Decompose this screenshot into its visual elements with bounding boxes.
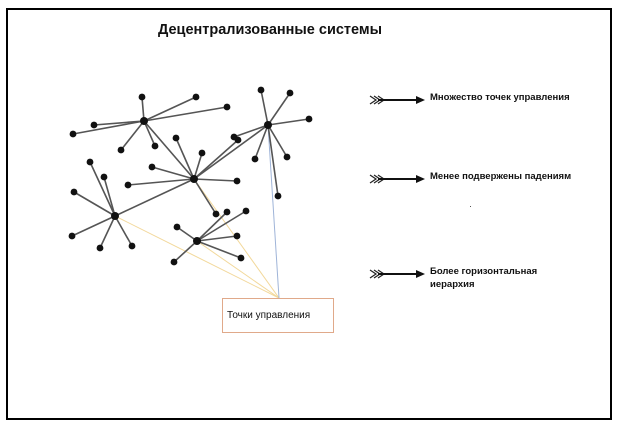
network-edge [127,178,195,186]
callout-line [267,124,280,299]
network-node [124,181,132,189]
network-node [138,93,146,101]
network-node [242,207,250,215]
network-edge [99,215,116,249]
network-edge [196,235,238,242]
network-node [172,134,180,142]
network-edge [175,137,195,180]
network-edge [196,240,242,259]
network-node [70,188,78,196]
network-edge [93,120,145,126]
network-edge [89,161,116,217]
network-node [151,142,159,150]
network-node [212,210,220,218]
network-edge [193,152,203,180]
network-node [128,242,136,250]
network-edge [193,178,217,215]
network-node [233,177,241,185]
network-node [173,223,181,231]
network-node [286,89,294,97]
feature-item-2: Менее подвержены падениям [368,171,571,184]
network-edge [114,178,195,217]
network-node [274,192,282,200]
network-node [90,121,98,129]
network-edge [267,124,288,158]
arrow-right-icon [369,269,425,279]
callout-label: Точки управления [227,310,311,321]
network-node [170,258,178,266]
arrow-right-icon [369,95,425,105]
network-node [283,153,291,161]
network-edge [196,210,247,242]
network-edge [143,120,156,147]
feature-item-3: Более горизонтальная иерархия [368,266,560,291]
network-edge [233,124,269,138]
control-point-node [111,212,119,220]
network-edge [260,89,269,126]
control-point-node [140,117,148,125]
network-node [86,158,94,166]
network-edge [254,124,269,160]
network-node [223,103,231,111]
diagram-title: Децентрализованные системы [157,22,383,38]
control-points-callout: Точки управления [222,298,334,333]
network-edge [71,215,116,237]
network-edge [151,166,195,180]
network-node [257,86,265,94]
control-point-node [190,175,198,183]
network-node [305,115,313,123]
network-edges [71,89,310,263]
network-edge [173,240,198,263]
control-point-node [193,237,201,245]
network-node [192,93,200,101]
callout-lines [114,124,280,299]
network-edge [176,226,198,242]
network-nodes [68,86,313,266]
network-node [117,146,125,154]
network-edge [143,106,228,122]
network-node [233,232,241,240]
network-node [230,133,238,141]
callout-line [196,240,280,299]
hub-edge [143,120,195,180]
callout-line [114,215,280,299]
stray-dot [470,206,471,207]
network-node [68,232,76,240]
network-node [237,254,245,262]
network-edge [120,120,145,151]
network-edge [193,178,238,182]
network-edge [143,96,197,122]
arrow-right-icon [369,174,425,184]
control-point-node [264,121,272,129]
network-node [198,149,206,157]
feature-text-1: Множество точек управления [430,92,570,103]
network-node [223,208,231,216]
network-node [148,163,156,171]
network-edge [193,139,239,180]
network-edge [73,191,116,217]
network-edge [267,118,310,126]
network-edge [141,96,145,122]
network-edge [267,124,279,197]
network-edge [114,215,133,247]
network-node [251,155,259,163]
network-node [100,173,108,181]
feature-item-1: Множество точек управления [368,92,570,105]
network-edge [267,92,291,126]
network-edge [72,120,145,135]
hub-edge [193,124,269,180]
network-node [96,244,104,252]
network-edge [196,211,228,242]
diagram-frame [6,8,612,420]
network-node [69,130,77,138]
feature-text-2: Менее подвержены падениям [430,171,572,182]
network-edge [103,176,116,217]
feature-text-3: Более горизонтальная иерархия [430,266,538,290]
